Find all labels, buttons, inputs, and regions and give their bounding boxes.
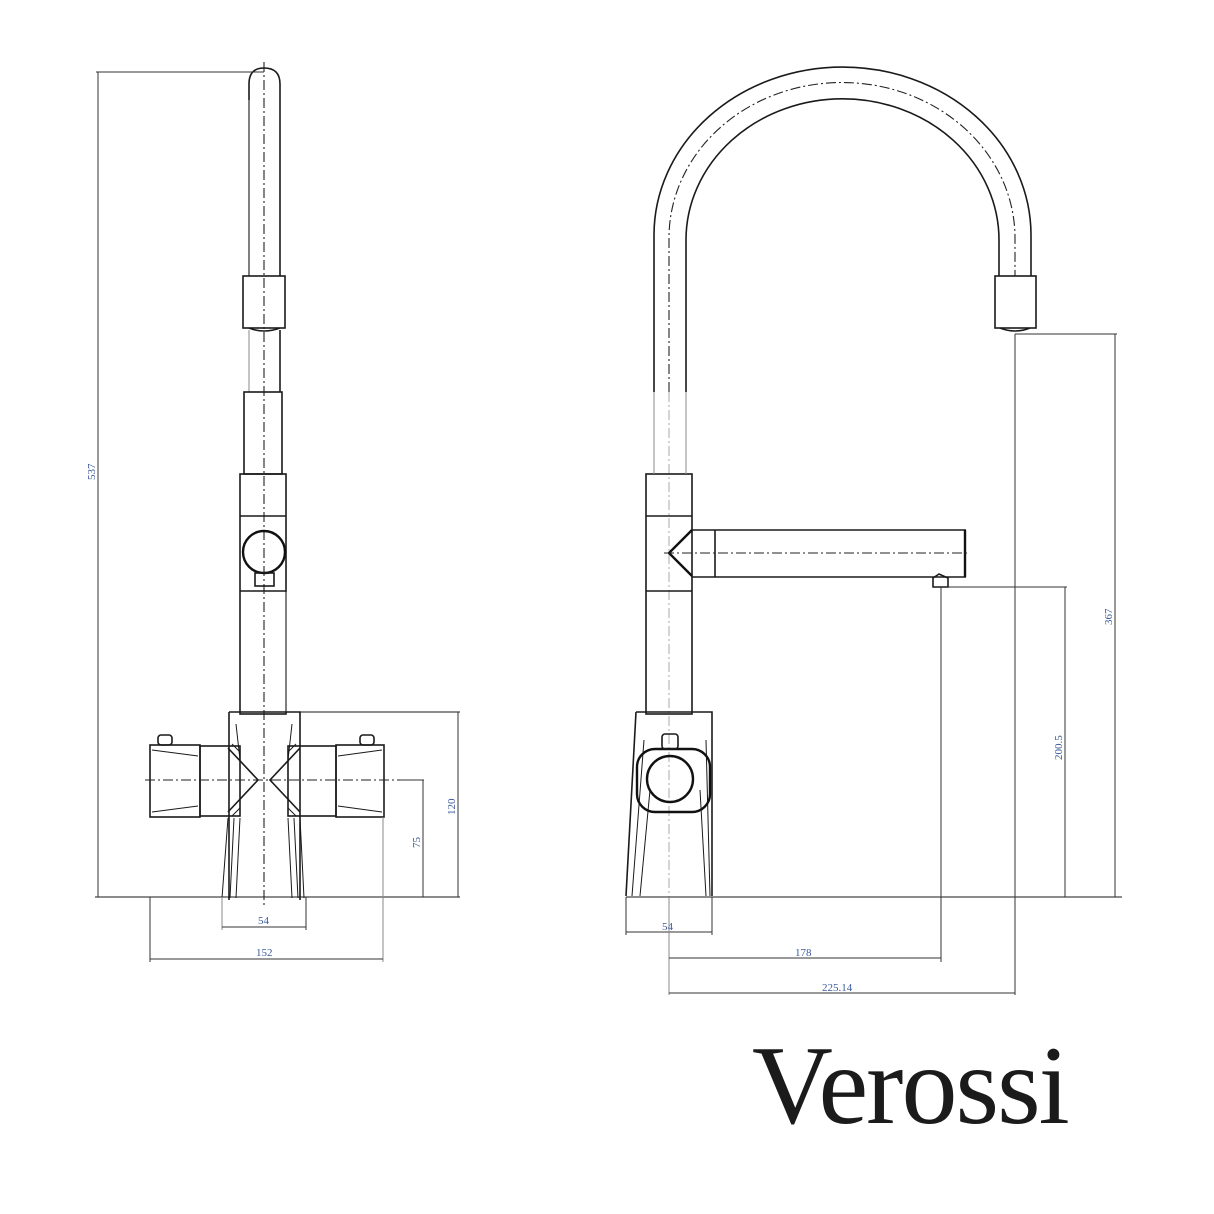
dim-spout-outlet-height: 367: [1103, 608, 1115, 625]
dim-total-height: 537: [86, 463, 98, 480]
dim-overall-width: 152: [256, 947, 273, 959]
brand-logo: Verossi: [752, 1024, 1070, 1148]
dim-filter-spout-reach: 178: [795, 947, 812, 959]
dim-handle-axis-height: 75: [411, 837, 423, 849]
dim-body-height: 120: [446, 798, 458, 815]
side-view: 367 200.5 54 178 225.14: [625, 66, 1122, 995]
dim-base-depth: 54: [662, 921, 674, 933]
dim-filter-spout-height: 200.5: [1053, 735, 1065, 760]
dim-base-width: 54: [258, 915, 270, 927]
front-view: 537 120 75 54 152: [86, 62, 460, 962]
dim-main-spout-reach: 225.14: [822, 982, 853, 994]
